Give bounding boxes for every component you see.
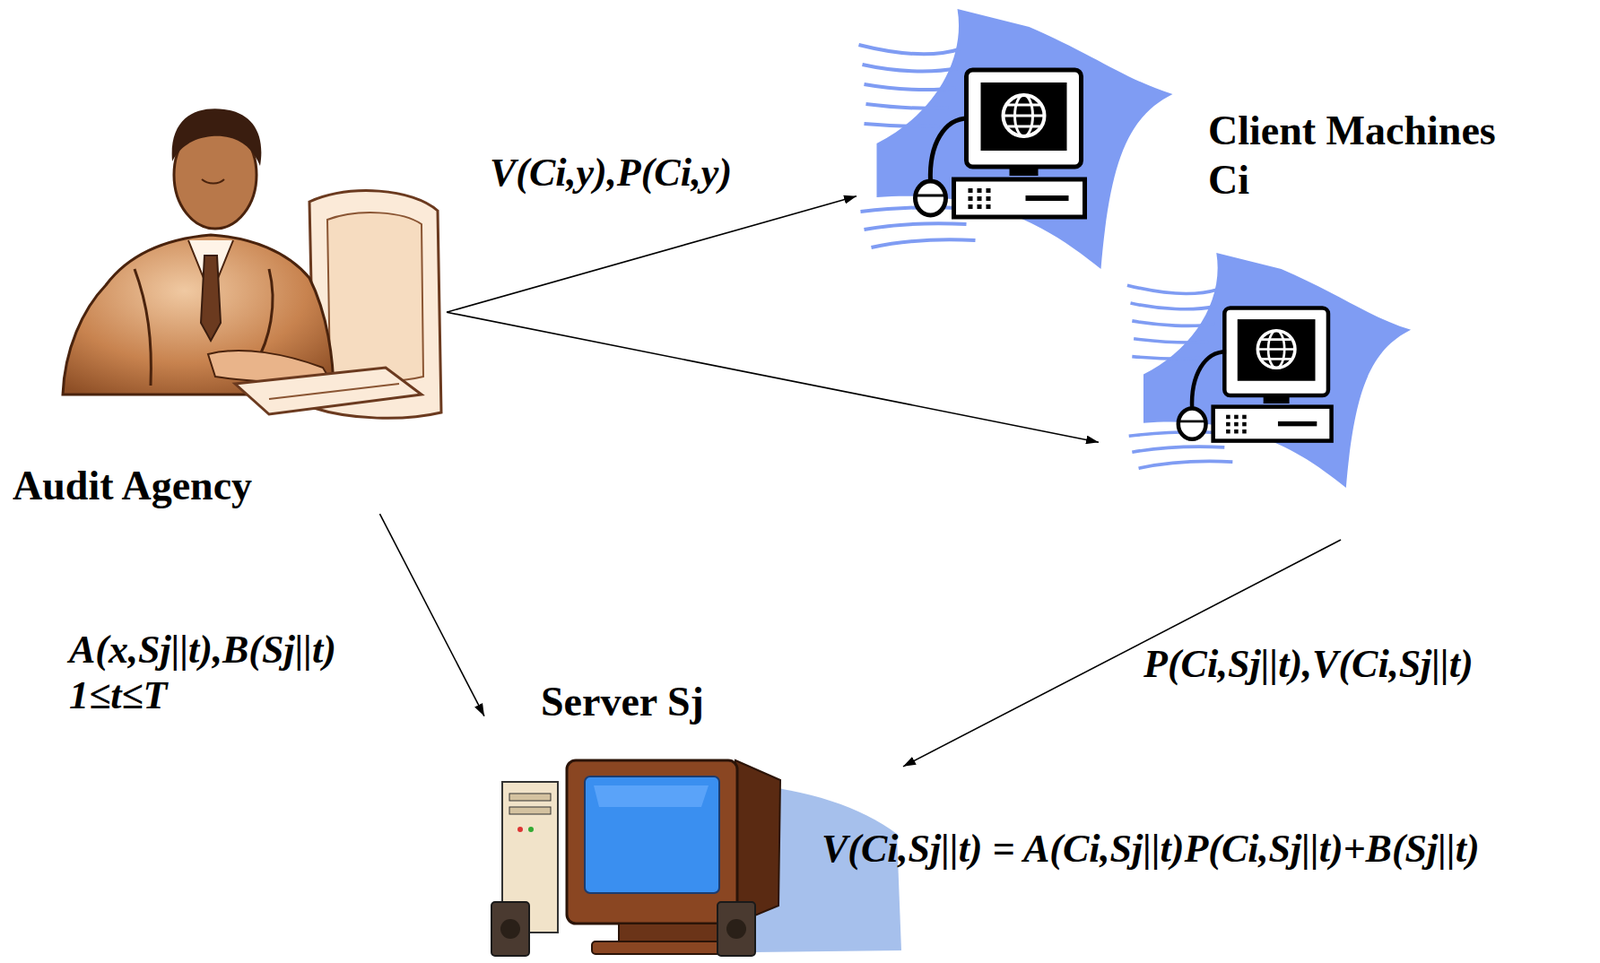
arrow-connector <box>446 196 857 313</box>
server-computer-part <box>618 923 718 944</box>
server-computer-part <box>717 902 756 957</box>
label-anchor: V(Ci,y),P(Ci,y) <box>489 150 732 197</box>
diagram-node <box>1098 252 1422 540</box>
server-computer-part <box>509 807 551 815</box>
server-computer-part <box>735 760 781 924</box>
client-computer <box>1127 252 1411 488</box>
node-label: Audit Agency <box>12 460 447 511</box>
auditor-figure-part <box>134 269 151 386</box>
diagram-node: Client Machines Ci <box>856 8 1522 270</box>
node-label: Server Sj <box>540 677 960 727</box>
arrow-connector <box>379 513 485 716</box>
auditor-figure <box>62 108 442 418</box>
auditor-figure-part <box>234 367 422 415</box>
edge-label: A(x,Sj||t),B(Sj||t) 1≤t≤T <box>69 627 428 719</box>
label-anchor: V(Ci,Sj||t) = A(Ci,Sj||t)P(Ci,Sj||t)+B(S… <box>821 826 1480 873</box>
auditor-figure-part <box>255 269 273 364</box>
arrow-connector <box>446 312 1099 443</box>
server-computer-part <box>584 776 720 894</box>
server-computer-part <box>593 785 709 808</box>
auditor-figure-part <box>201 179 225 184</box>
label-anchor: P(Ci,Sj||t),V(Ci,Sj||t) <box>1143 642 1474 688</box>
edge-label: P(Ci,Sj||t),V(Ci,Sj||t) <box>1143 642 1474 688</box>
auditor-figure-part <box>172 108 262 166</box>
label-anchor: A(x,Sj||t),B(Sj||t) 1≤t≤T <box>69 627 428 719</box>
auditor-figure-part <box>269 383 400 400</box>
server-computer-part <box>509 793 551 801</box>
auditor-figure-part <box>327 212 424 382</box>
diagram-node: Audit Agency <box>12 102 447 514</box>
auditor-figure-part <box>200 255 221 341</box>
server-computer-part <box>566 760 738 924</box>
client-computer <box>859 8 1174 270</box>
server-computer-part <box>491 902 530 957</box>
edge-label: V(Ci,y),P(Ci,y) <box>489 150 732 197</box>
server-computer-part <box>500 919 521 940</box>
formula-label: V(Ci,Sj||t) = A(Ci,Sj||t)P(Ci,Sj||t)+B(S… <box>821 826 1480 873</box>
node-label: Client Machines Ci <box>1208 105 1518 205</box>
diagram-node: Server Sj <box>484 677 904 957</box>
auditor-figure-part <box>62 234 334 395</box>
server-computer-part <box>726 919 747 940</box>
server-computer-part <box>517 826 523 833</box>
server-computer-part <box>528 826 534 833</box>
